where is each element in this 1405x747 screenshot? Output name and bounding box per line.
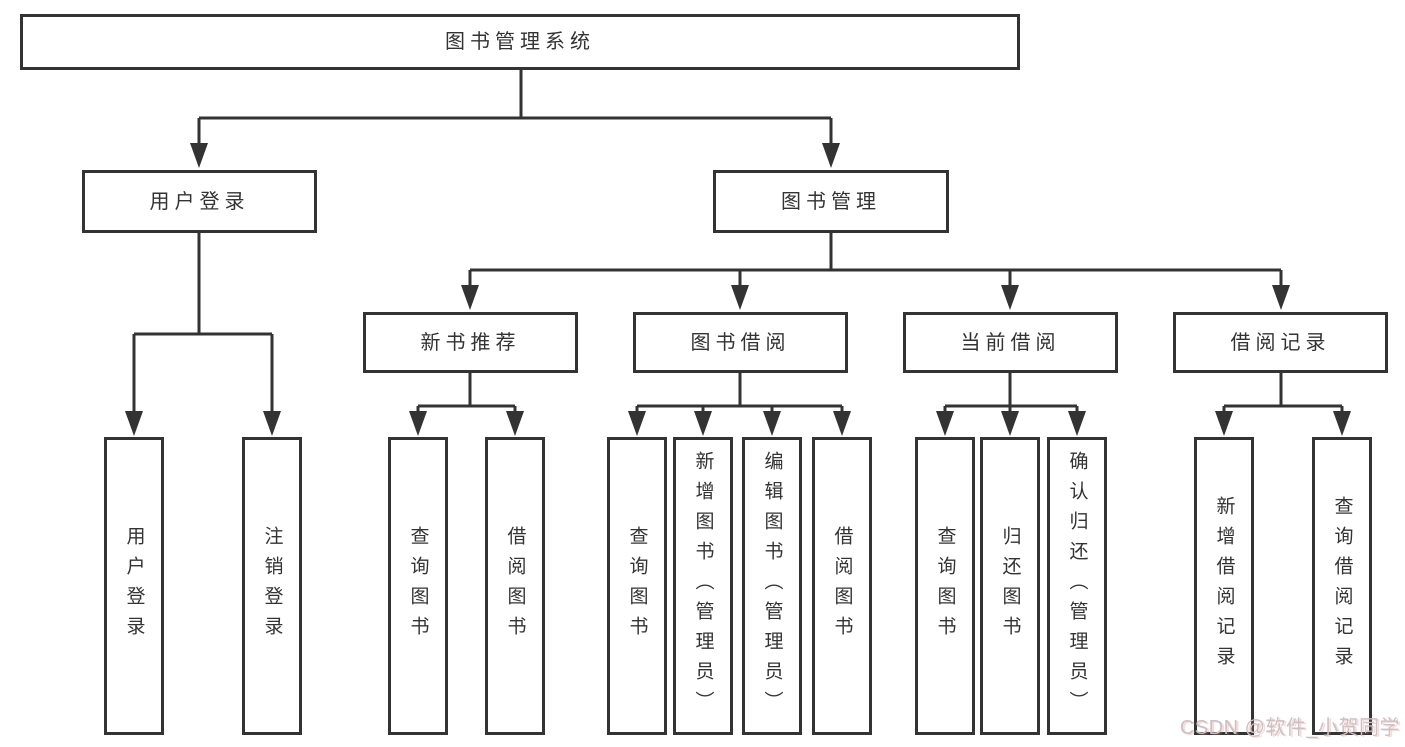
- node-user-login-module-label: 用户登录: [149, 190, 250, 213]
- leaf-borrowing-borrow-books-label: 借阅图书: [831, 526, 853, 646]
- node-borrowing-records: 借阅记录: [1173, 312, 1388, 373]
- node-book-management-module-label: 图书管理: [781, 190, 881, 213]
- leaf-borrowing-borrow-books: 借阅图书: [812, 437, 872, 735]
- leaf-user-login: 用户登录: [104, 437, 164, 735]
- leaf-logout: 注销登录: [242, 437, 302, 735]
- node-book-management-module: 图书管理: [713, 170, 949, 233]
- leaf-query-borrow-record-label: 查询借阅记录: [1331, 496, 1353, 676]
- leaf-add-borrow-record-label: 新增借阅记录: [1213, 496, 1235, 676]
- node-book-borrowing: 图书借阅: [633, 312, 848, 373]
- leaf-return-books-label: 归还图书: [999, 526, 1021, 646]
- leaf-return-books: 归还图书: [980, 437, 1040, 735]
- node-root-label: 图书管理系统: [445, 31, 595, 53]
- leaf-query-borrow-record: 查询借阅记录: [1312, 437, 1372, 735]
- leaf-user-login-label: 用户登录: [123, 526, 145, 646]
- node-root: 图书管理系统: [20, 14, 1020, 70]
- leaf-recommend-query-books: 查询图书: [388, 437, 448, 735]
- leaf-recommend-borrow-books-label: 借阅图书: [504, 526, 526, 646]
- node-book-borrowing-label: 图书借阅: [690, 331, 791, 354]
- leaf-logout-label: 注销登录: [261, 526, 283, 646]
- leaf-current-query-books: 查询图书: [915, 437, 975, 735]
- leaf-confirm-return-admin-label: 确认归还（管理员）: [1066, 451, 1088, 721]
- node-current-borrowing-label: 当前借阅: [960, 331, 1061, 354]
- arrowheads: [125, 143, 1351, 436]
- node-current-borrowing: 当前借阅: [903, 312, 1118, 373]
- node-new-book-recommendation: 新书推荐: [363, 312, 578, 373]
- csdn-watermark: CSDN @软件_小贺同学: [1179, 717, 1400, 739]
- leaf-current-query-books-label: 查询图书: [934, 526, 956, 646]
- leaf-add-books-admin-label: 新增图书（管理员）: [692, 451, 714, 721]
- connector-lines: [132, 70, 1344, 414]
- leaf-add-books-admin: 新增图书（管理员）: [673, 437, 733, 735]
- leaf-borrowing-query-books-label: 查询图书: [626, 526, 648, 646]
- leaf-borrowing-query-books: 查询图书: [607, 437, 667, 735]
- leaf-add-borrow-record: 新增借阅记录: [1194, 437, 1254, 735]
- node-user-login-module: 用户登录: [82, 170, 317, 233]
- node-borrowing-records-label: 借阅记录: [1230, 331, 1331, 354]
- leaf-edit-books-admin-label: 编辑图书（管理员）: [761, 451, 783, 721]
- leaf-recommend-borrow-books: 借阅图书: [485, 437, 545, 735]
- leaf-confirm-return-admin: 确认归还（管理员）: [1047, 437, 1107, 735]
- leaf-recommend-query-books-label: 查询图书: [407, 526, 429, 646]
- node-new-book-recommendation-label: 新书推荐: [420, 331, 521, 354]
- leaf-edit-books-admin: 编辑图书（管理员）: [742, 437, 802, 735]
